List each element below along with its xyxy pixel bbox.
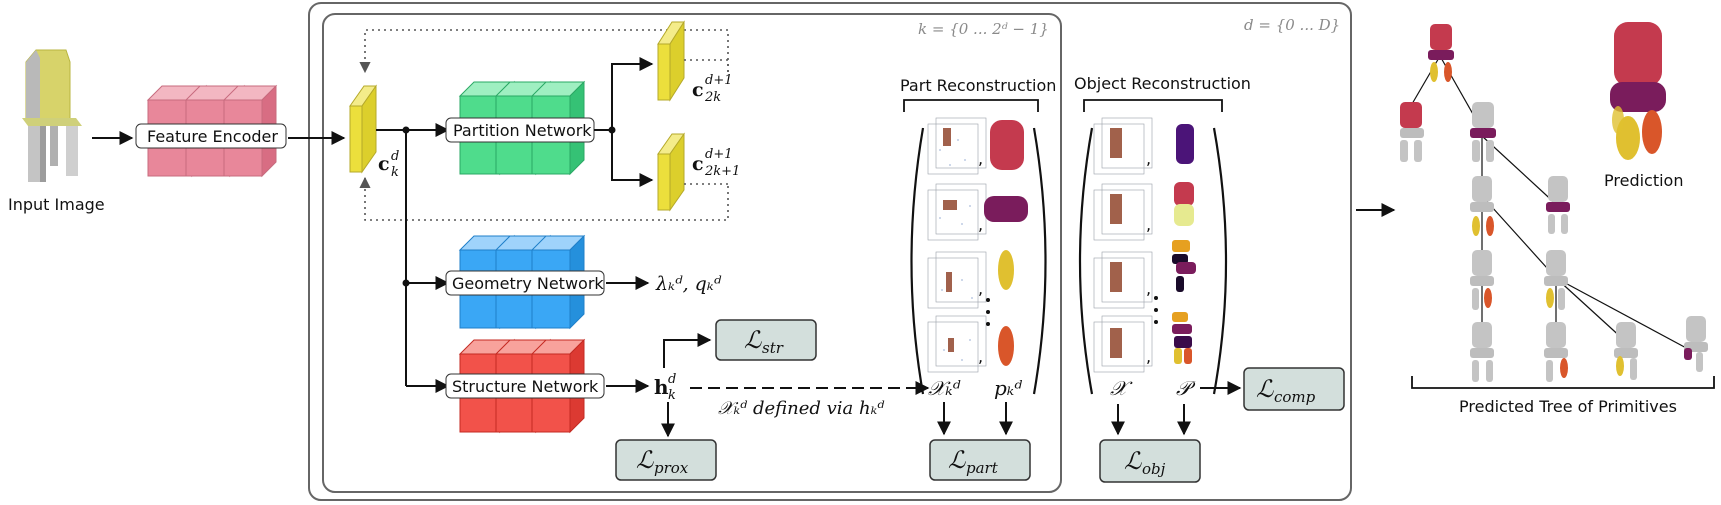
c-child2-sup: d+1	[705, 147, 733, 162]
arrow-to-child1	[611, 57, 654, 130]
c-kd-sub: k	[391, 165, 399, 180]
loss-prox-sub: prox	[654, 459, 689, 477]
x-all-symbol: 𝒳	[1110, 376, 1133, 400]
part-pointclouds	[927, 117, 987, 373]
inner-loop-frame	[322, 13, 1062, 493]
c-kd-sup: d	[391, 149, 399, 164]
comma-8: ,	[1146, 347, 1151, 366]
p-kd-symbol: pₖᵈ	[994, 376, 1022, 400]
feature-encoder-module	[135, 123, 287, 149]
loss-obj-sub: obj	[1142, 460, 1166, 478]
defined-via-label: 𝒳ₖᵈ defined via hₖᵈ	[718, 398, 885, 419]
prediction-assembly	[1610, 22, 1666, 160]
part-reconstruction-title: Part Reconstruction	[900, 76, 1056, 95]
feedback-loop-top	[359, 29, 729, 74]
loss-comp-box	[1243, 367, 1345, 411]
geometry-network-label: Geometry Network	[452, 274, 604, 293]
part-pointcloud-highlights	[943, 128, 957, 352]
part-pointcloud-dots	[939, 139, 973, 361]
comma-6: ,	[1146, 215, 1151, 234]
c-child2-sub: 2k+1	[704, 164, 740, 179]
outer-loop-frame	[308, 2, 1352, 501]
feature-encoder-label: Feature Encoder	[147, 127, 278, 146]
loss-part-box	[929, 439, 1031, 481]
h-kd-sup: d	[668, 372, 676, 387]
feature-vector-ckd	[349, 84, 377, 174]
comma-2: ,	[978, 215, 983, 234]
tree-bracket	[1411, 376, 1715, 389]
arrow-to-child2	[611, 130, 654, 187]
c-child2-symbol: c	[692, 153, 704, 175]
input-image-label: Input Image	[8, 195, 105, 214]
outer-loop-label: d = {0 ... D}	[1244, 16, 1340, 34]
part-vdots	[986, 298, 990, 326]
comma-3: ,	[978, 279, 983, 298]
p-all-symbol: 𝒫	[1176, 376, 1196, 400]
loss-str-sub: str	[762, 339, 784, 357]
loss-obj-symbol: ℒ	[1124, 447, 1142, 475]
object-reconstruction-title: Object Reconstruction	[1074, 74, 1251, 93]
comma-4: ,	[978, 347, 983, 366]
structure-network-label: Structure Network	[452, 377, 599, 396]
comma-7: ,	[1146, 279, 1151, 298]
tree-nodes	[1400, 24, 1708, 382]
loss-part-symbol: ℒ	[948, 446, 966, 474]
comma-5: ,	[1146, 149, 1151, 168]
loss-prox-box	[615, 439, 717, 481]
geometry-output: λₖᵈ, qₖᵈ	[655, 273, 722, 295]
prediction-label: Prediction	[1604, 171, 1683, 190]
geometry-network-module	[445, 270, 605, 296]
object-paren-right	[1212, 127, 1228, 395]
h-kd-sub: k	[668, 388, 676, 403]
object-paren-left	[1078, 127, 1094, 395]
comma-1: ,	[978, 149, 983, 168]
object-pointclouds	[1093, 117, 1153, 373]
h-kd-symbol: h	[654, 375, 669, 399]
structure-network-module	[445, 373, 605, 399]
object-primitives	[1172, 124, 1196, 364]
object-vdots	[1154, 296, 1158, 324]
input-chair-image	[22, 49, 82, 182]
loss-str-symbol: ℒ	[744, 326, 762, 354]
loss-part-sub: part	[966, 459, 999, 477]
loss-obj-box	[1099, 439, 1201, 483]
predicted-tree-label: Predicted Tree of Primitives	[1459, 397, 1677, 416]
loss-str-box	[715, 319, 817, 361]
partition-network-label: Partition Network	[453, 121, 592, 140]
x-kd-symbol: 𝒳ₖᵈ	[928, 376, 961, 400]
c-child1-sub: 2k	[704, 90, 721, 105]
loss-prox-symbol: ℒ	[636, 446, 654, 474]
object-pointcloud-highlights	[1110, 128, 1122, 358]
feature-vector-child1	[657, 20, 685, 102]
loss-comp-sub: comp	[1274, 388, 1316, 406]
c-child1-sup: d+1	[705, 73, 733, 88]
part-paren-left	[910, 127, 925, 395]
loss-comp-symbol: ℒ	[1256, 375, 1274, 403]
c-kd-symbol: c	[378, 153, 390, 175]
feature-vector-child2	[657, 132, 685, 212]
part-paren-right	[1032, 127, 1047, 395]
part-primitives	[984, 120, 1028, 366]
inner-loop-label: k = {0 ... 2ᵈ − 1}	[918, 20, 1049, 38]
c-child1-symbol: c	[692, 79, 704, 101]
arrow-to-lstr	[663, 333, 712, 368]
